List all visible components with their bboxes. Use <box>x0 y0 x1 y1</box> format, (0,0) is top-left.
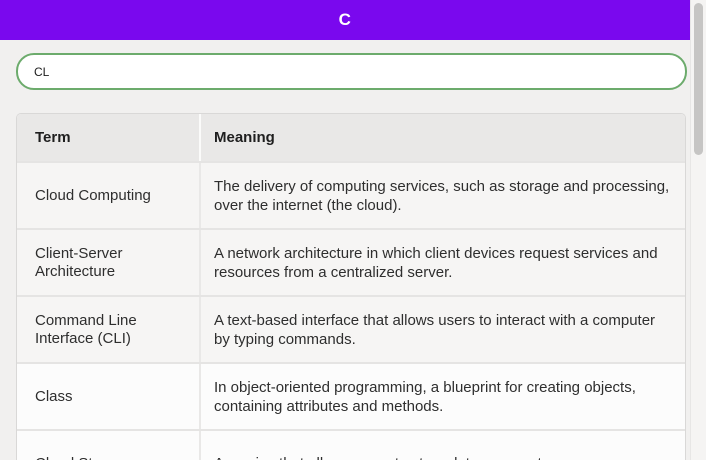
table-header-row: Term Meaning <box>17 114 685 161</box>
search-input[interactable] <box>16 53 687 90</box>
term-text: Client-Server Architecture <box>35 244 123 280</box>
meaning-text: A network architecture in which client d… <box>214 244 658 281</box>
meaning-text: A service that allows users to store dat… <box>214 454 603 460</box>
meaning-cell: A text-based interface that allows users… <box>201 297 685 362</box>
meaning-cell: The delivery of computing services, such… <box>201 163 685 228</box>
scrollbar-thumb[interactable] <box>694 3 703 155</box>
term-text: Cloud Storage <box>35 455 131 460</box>
search-area <box>0 40 706 90</box>
term-text: Command Line Interface (CLI) <box>35 311 137 347</box>
table-row: Client-Server Architecture A network arc… <box>17 228 685 295</box>
meaning-text: The delivery of computing services, such… <box>214 177 670 214</box>
page-title: C <box>338 10 352 29</box>
term-cell: Cloud Computing <box>17 163 201 228</box>
term-text: Cloud Computing <box>35 186 151 204</box>
meaning-cell: In object-oriented programming, a bluepr… <box>201 364 685 429</box>
meaning-text: In object-oriented programming, a bluepr… <box>214 378 636 415</box>
term-text: Class <box>35 387 73 405</box>
table-row: Cloud Computing The delivery of computin… <box>17 161 685 228</box>
table-row: Command Line Interface (CLI) A text-base… <box>17 295 685 362</box>
meaning-text: A text-based interface that allows users… <box>214 311 656 348</box>
meaning-cell: A service that allows users to store dat… <box>201 431 685 460</box>
table-row: Class In object-oriented programming, a … <box>17 362 685 429</box>
term-cell: Command Line Interface (CLI) <box>17 297 201 362</box>
meaning-cell: A network architecture in which client d… <box>201 230 685 295</box>
term-cell: Cloud Storage <box>17 431 201 460</box>
term-cell: Class <box>17 364 201 429</box>
table-row: Cloud Storage A service that allows user… <box>17 429 685 460</box>
term-cell: Client-Server Architecture <box>17 230 201 295</box>
column-header-meaning: Meaning <box>214 129 275 146</box>
vertical-scrollbar[interactable] <box>690 0 706 460</box>
glossary-table: Term Meaning Cloud Computing The deliver… <box>16 113 686 460</box>
column-header-term: Term <box>17 114 201 161</box>
table-body: Cloud Computing The delivery of computin… <box>17 161 685 460</box>
app-header: C <box>0 0 690 40</box>
